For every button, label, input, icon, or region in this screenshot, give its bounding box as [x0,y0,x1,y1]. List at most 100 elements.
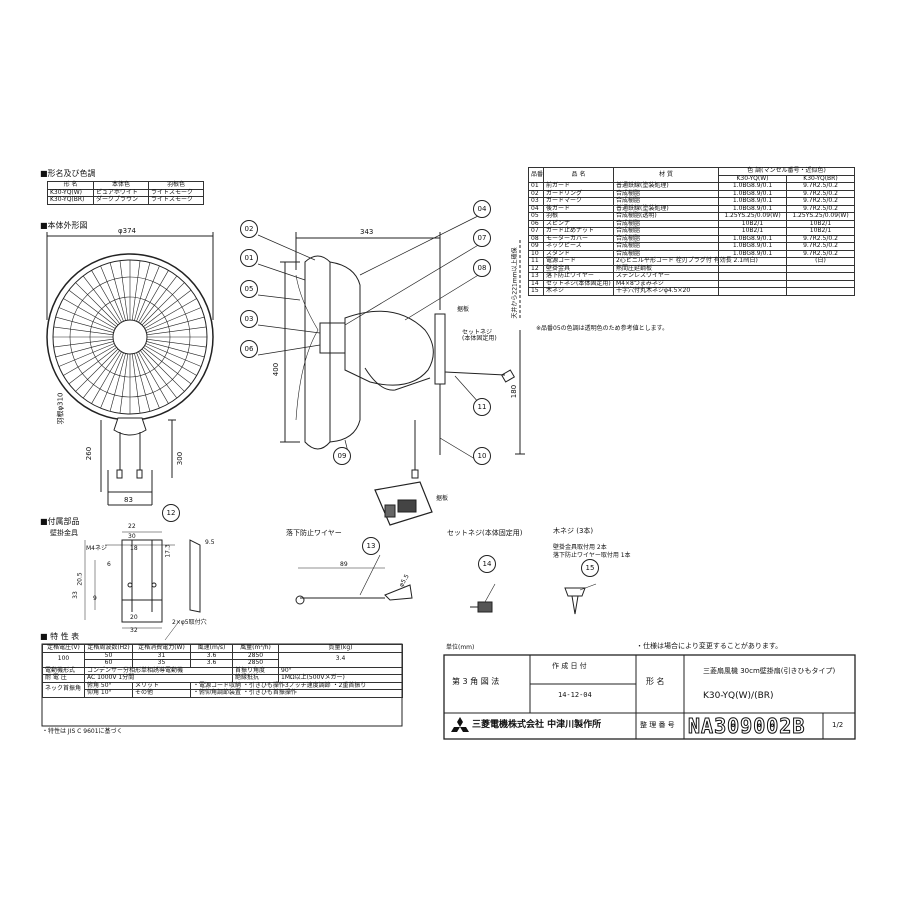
dim-300: 300 [176,451,185,466]
spec-voltage: 100 [42,651,85,668]
dim-9: 9 [93,595,97,602]
specs-header: 質量(kg) [278,644,403,653]
table-cell: 05 [528,212,544,221]
table-cell [718,279,787,288]
callout-bubble: 05 [240,280,258,298]
spec-watt: 35 [132,659,191,668]
parts-table: 品番 品 名 材 質 色 調(マンセル番号・近似色) K30-YQ(W) K30… [528,167,855,296]
woodscrew-note-2: 落下防止ワイヤー取付用 1本 [553,552,631,559]
table-cell: 落下防止ワイヤー [543,272,614,281]
change-note: ・仕様は場合により変更することがあります。 [636,642,783,650]
table-cell: 1.25YS.25/0.09(W) [718,212,787,221]
table-cell: ライトスモーク [148,196,204,205]
setscrew-title: セットネジ(本体固定用) [447,529,523,537]
table-cell: ガードマーク [543,197,614,206]
projection-label: 第 3 角 図 法 [452,677,500,686]
table-cell [718,287,787,296]
parts-header-color: 色 調(マンセル番号・近似色) [718,167,855,176]
table-cell [786,287,855,296]
callout-bubble: 03 [240,310,258,328]
table-cell [718,272,787,281]
stand-plate [434,313,446,385]
table-cell: 電源コード [543,257,614,266]
company-name: 三菱電機株式会社 中津川製作所 [472,720,602,730]
table-cell: 11 [528,257,544,266]
table-cell: 09 [528,242,544,251]
model-value: K30-YQ(W)/(BR) [703,691,774,701]
dim-83: 83 [124,496,133,504]
table-cell: ガード止めナット [543,227,614,236]
dim-18: 18 [130,545,138,552]
model-color-heading: ■形名及び色調 [40,169,96,178]
table-cell: 合成樹脂 [613,197,719,206]
table-cell: 木ネジ [543,287,614,296]
callout-bubble: 13 [362,537,380,555]
mitsubishi-logo-icon [450,717,470,735]
table-cell: 07 [528,227,544,236]
callout-bubble: 11 [473,398,491,416]
motor-cover [344,310,434,386]
date-value: 14-12-04 [558,691,592,699]
dim-20: 20 [130,614,138,621]
callout-bubble: 12 [162,504,180,522]
table-cell: 03 [528,197,544,206]
spec-withstand-value: AC 1000V 1分間 [84,674,233,683]
table-cell: 十字穴付丸木ネジφ4.5×20 [613,287,719,296]
dim-30: 30 [128,533,136,540]
label-fittings: 据板 [457,306,470,313]
table-cell: 15 [528,287,544,296]
table-cell: ステンレスワイヤー [613,272,719,281]
product-name: 三菱扇風機 30cm壁掛扇(引きひもタイプ) [703,667,836,675]
specs-header: 定格周波数(Hz) [84,644,133,653]
spec-speed: 3.6 [190,659,233,668]
spec-hz: 60 [84,659,133,668]
dim-260: 260 [85,446,94,461]
table-cell: 1.0BG8.9/0.1 [718,242,787,251]
table-cell: 合成樹脂 [613,227,719,236]
spec-withstand-label: 耐 電 圧 [42,674,85,683]
spec-insulation-value: 1MΩ以上(500Vメガー) [278,674,403,683]
table-cell: 合成樹脂(透明) [613,212,719,221]
wire-dim-89: 89 [340,561,348,568]
dim-ceiling: 天井から221mm以上確保 [511,247,519,319]
parts-note: ※品番05の色調は透明色のため参考値とします。 [536,325,669,332]
label-fittings-2: 据板 [436,495,449,502]
callout-bubble: 10 [473,447,491,465]
callout-bubble: 01 [240,249,258,267]
table-cell: 1.25YS.25/0.09(W) [786,212,855,221]
callout-bubble: 02 [240,220,258,238]
dim-22: 22 [128,523,136,530]
wall-bracket-label: 壁掛金具 [50,529,78,537]
table-cell: 2心ビニル平形コード 栓刃プラグ付 有効長 2.1m [613,257,749,266]
table-cell [786,279,855,288]
dim-180: 180 [510,384,519,399]
dim-20-5: 20.5 [76,572,84,586]
unit-label: 単位(mm) [446,644,475,651]
table-cell: 1.0BG8.9/0.1 [718,182,787,191]
callout-bubble: 15 [581,559,599,577]
ref-label: 整 理 番 号 [640,721,675,729]
dim-374: φ374 [118,227,136,235]
label-set-screw: セットネジ (本体固定用) [462,329,497,342]
spec-other-value: ・俯仰角調節装置 ・引きひも首振操作 [190,689,403,698]
date-label: 作 成 日 付 [552,662,587,670]
outline-heading: ■本体外形図 [40,221,88,230]
table-cell: 13 [528,272,544,281]
dim-6: 6 [107,561,111,568]
model-color-table: 形 名 本体色 羽根色 K30-YQ(W)ピュアホワイトライトスモーク K30-… [46,181,204,205]
callout-bubble: 14 [478,555,496,573]
table-cell: 合成樹脂 [613,242,719,251]
woodscrew-note-1: 壁掛金具取付用 2本 [553,544,607,551]
woodscrew-title: 木ネジ (3本) [553,527,594,535]
